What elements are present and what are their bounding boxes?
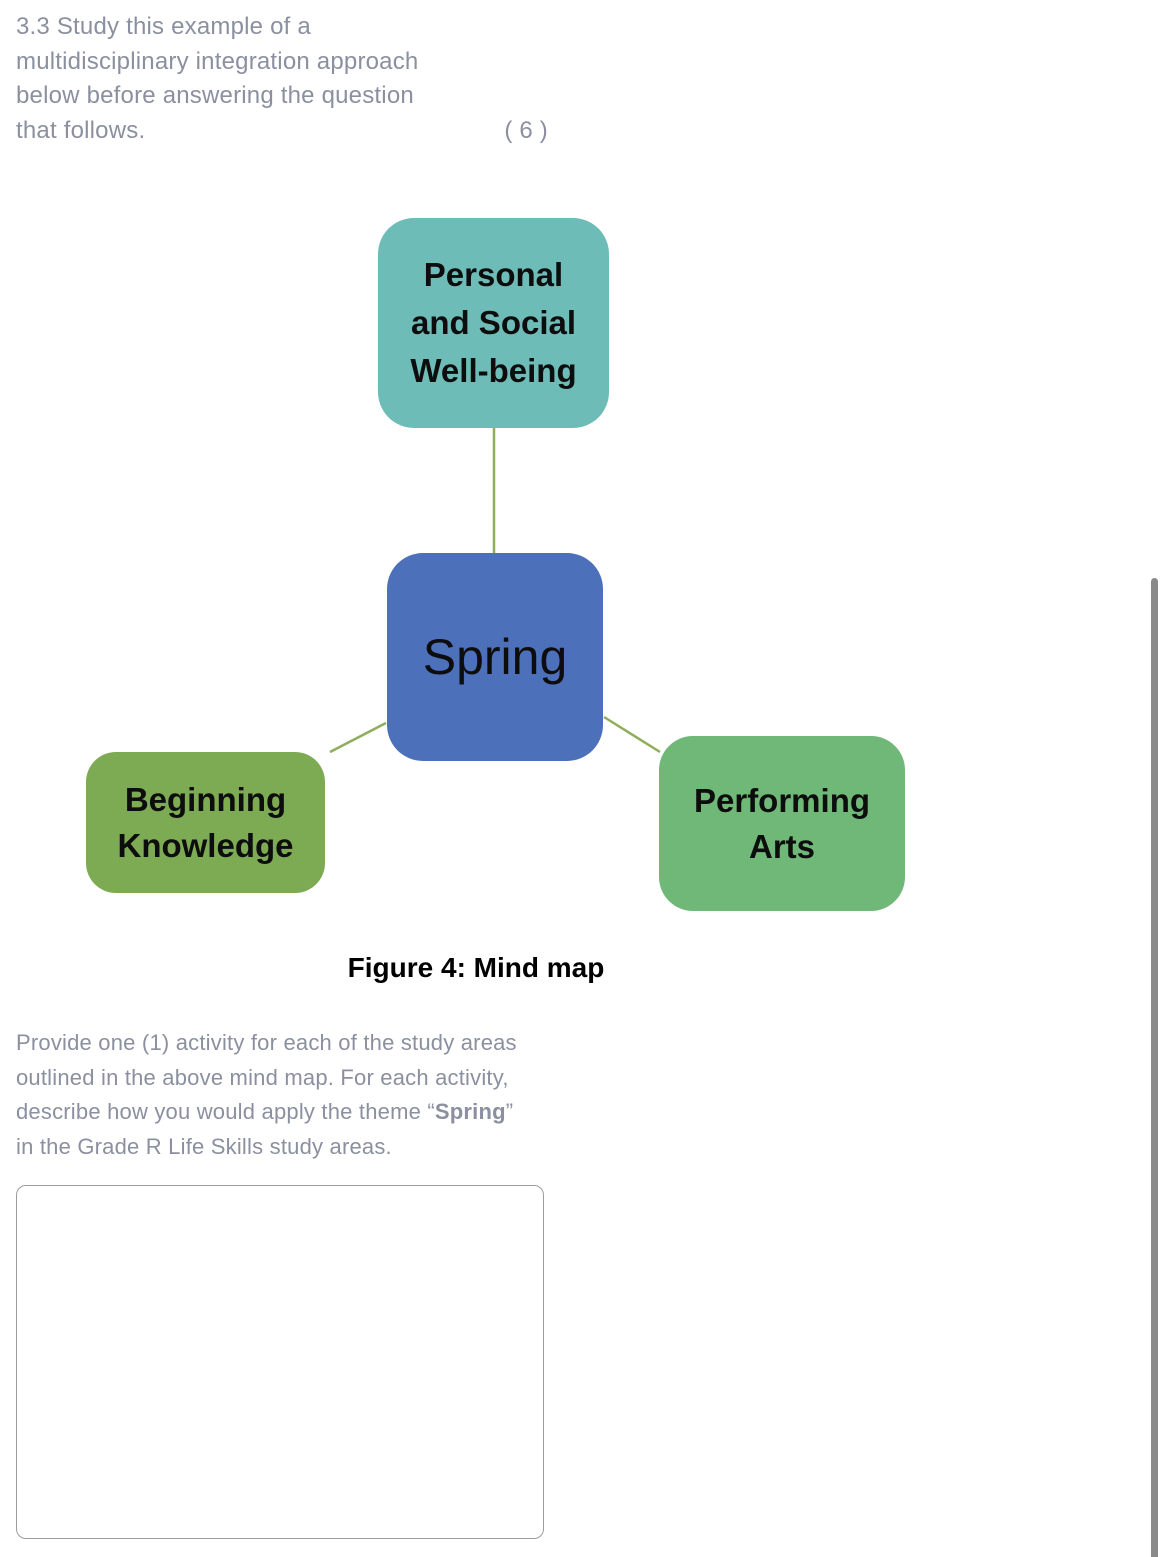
connector-left [329, 721, 387, 754]
mindmap-node-spring-theme: Spring [387, 553, 603, 761]
mindmap-node-personal-social-wellbeing: Personal and Social Well-being [378, 218, 609, 428]
question-line: below before answering the question [16, 82, 414, 109]
theme-word: Spring [434, 1099, 506, 1124]
connector-right [603, 715, 661, 754]
instruction-text: Provide one (1) activity for each of the… [16, 1026, 564, 1164]
answer-input[interactable] [16, 1185, 544, 1539]
node-label: Personal and Social Well-being [410, 256, 577, 389]
question-line: that follows. [16, 116, 146, 144]
question-line: 3.3 Study this example of a [16, 13, 311, 40]
mindmap-node-beginning-knowledge: Beginning Knowledge [86, 752, 325, 893]
node-label: Performing Arts [693, 781, 871, 865]
instruction-line: outlined in the above mind map. For each… [16, 1064, 509, 1090]
instruction-line: Provide one (1) activity for each of the… [16, 1030, 517, 1055]
marks-label: ( 6 ) [504, 116, 548, 144]
question-line: multidisciplinary integration approach [16, 47, 419, 75]
mindmap-node-performing-arts: Performing Arts [659, 736, 905, 911]
node-label: Spring [422, 629, 568, 685]
instruction-line: in the Grade R Life Skills study areas. [16, 1133, 392, 1159]
node-label: Beginning Knowledge [117, 780, 294, 864]
vertical-scrollbar-thumb[interactable] [1151, 578, 1158, 1557]
instruction-line: describe how you would apply the theme “… [16, 1099, 514, 1124]
question-text: 3.3 Study this example of a multidiscipl… [16, 10, 548, 148]
figure-caption: Figure 4: Mind map [347, 952, 605, 983]
